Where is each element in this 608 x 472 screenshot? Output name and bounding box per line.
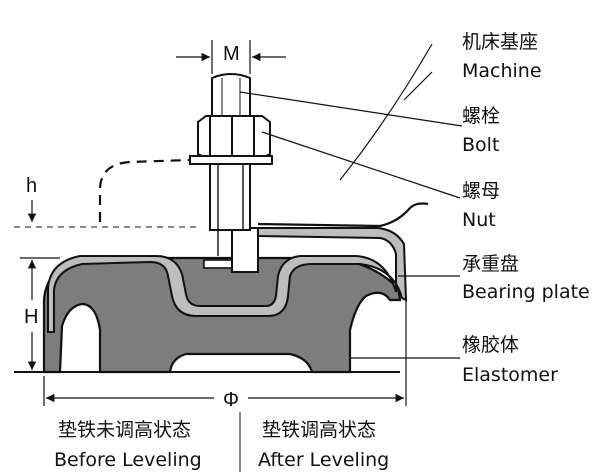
bolt-label-zh: 螺栓	[462, 105, 500, 127]
bolt-thread	[217, 160, 244, 256]
after-caption-zh: 垫铁调高状态	[262, 419, 376, 441]
machine-base-outline	[98, 158, 429, 228]
after-caption-en: After Leveling	[258, 449, 389, 471]
plate-label-en: Bearing plate	[462, 281, 590, 303]
machine-label-zh: 机床基座	[462, 31, 538, 53]
bolt-shaft	[209, 159, 251, 231]
plate-label-zh: 承重盘	[462, 253, 519, 275]
nut	[197, 115, 271, 159]
H-dimension	[20, 257, 60, 370]
elastomer-label-en: Elastomer	[462, 364, 558, 386]
m-dimension-label: M	[223, 43, 240, 65]
H-dimension-label: H	[24, 306, 38, 328]
before-caption-zh: 垫铁未调高状态	[58, 419, 191, 441]
nut-label-en: Nut	[462, 209, 496, 231]
leader-lines	[239, 43, 463, 359]
phi-dimension-label: Φ	[223, 389, 239, 411]
machine-label-en: Machine	[462, 60, 542, 82]
washer	[189, 155, 273, 165]
nut-label-zh: 螺母	[462, 180, 500, 202]
elastomer-label-zh: 橡胶体	[462, 334, 519, 356]
bolt-label-en: Bolt	[462, 134, 499, 156]
before-caption-en: Before Leveling	[54, 449, 202, 471]
inner-washer	[203, 259, 233, 269]
inner-nut	[231, 227, 259, 273]
m-dimension	[176, 40, 286, 74]
phi-dimension	[43, 300, 407, 406]
bolt-top	[211, 73, 251, 121]
h-dimension-label: h	[26, 175, 37, 197]
